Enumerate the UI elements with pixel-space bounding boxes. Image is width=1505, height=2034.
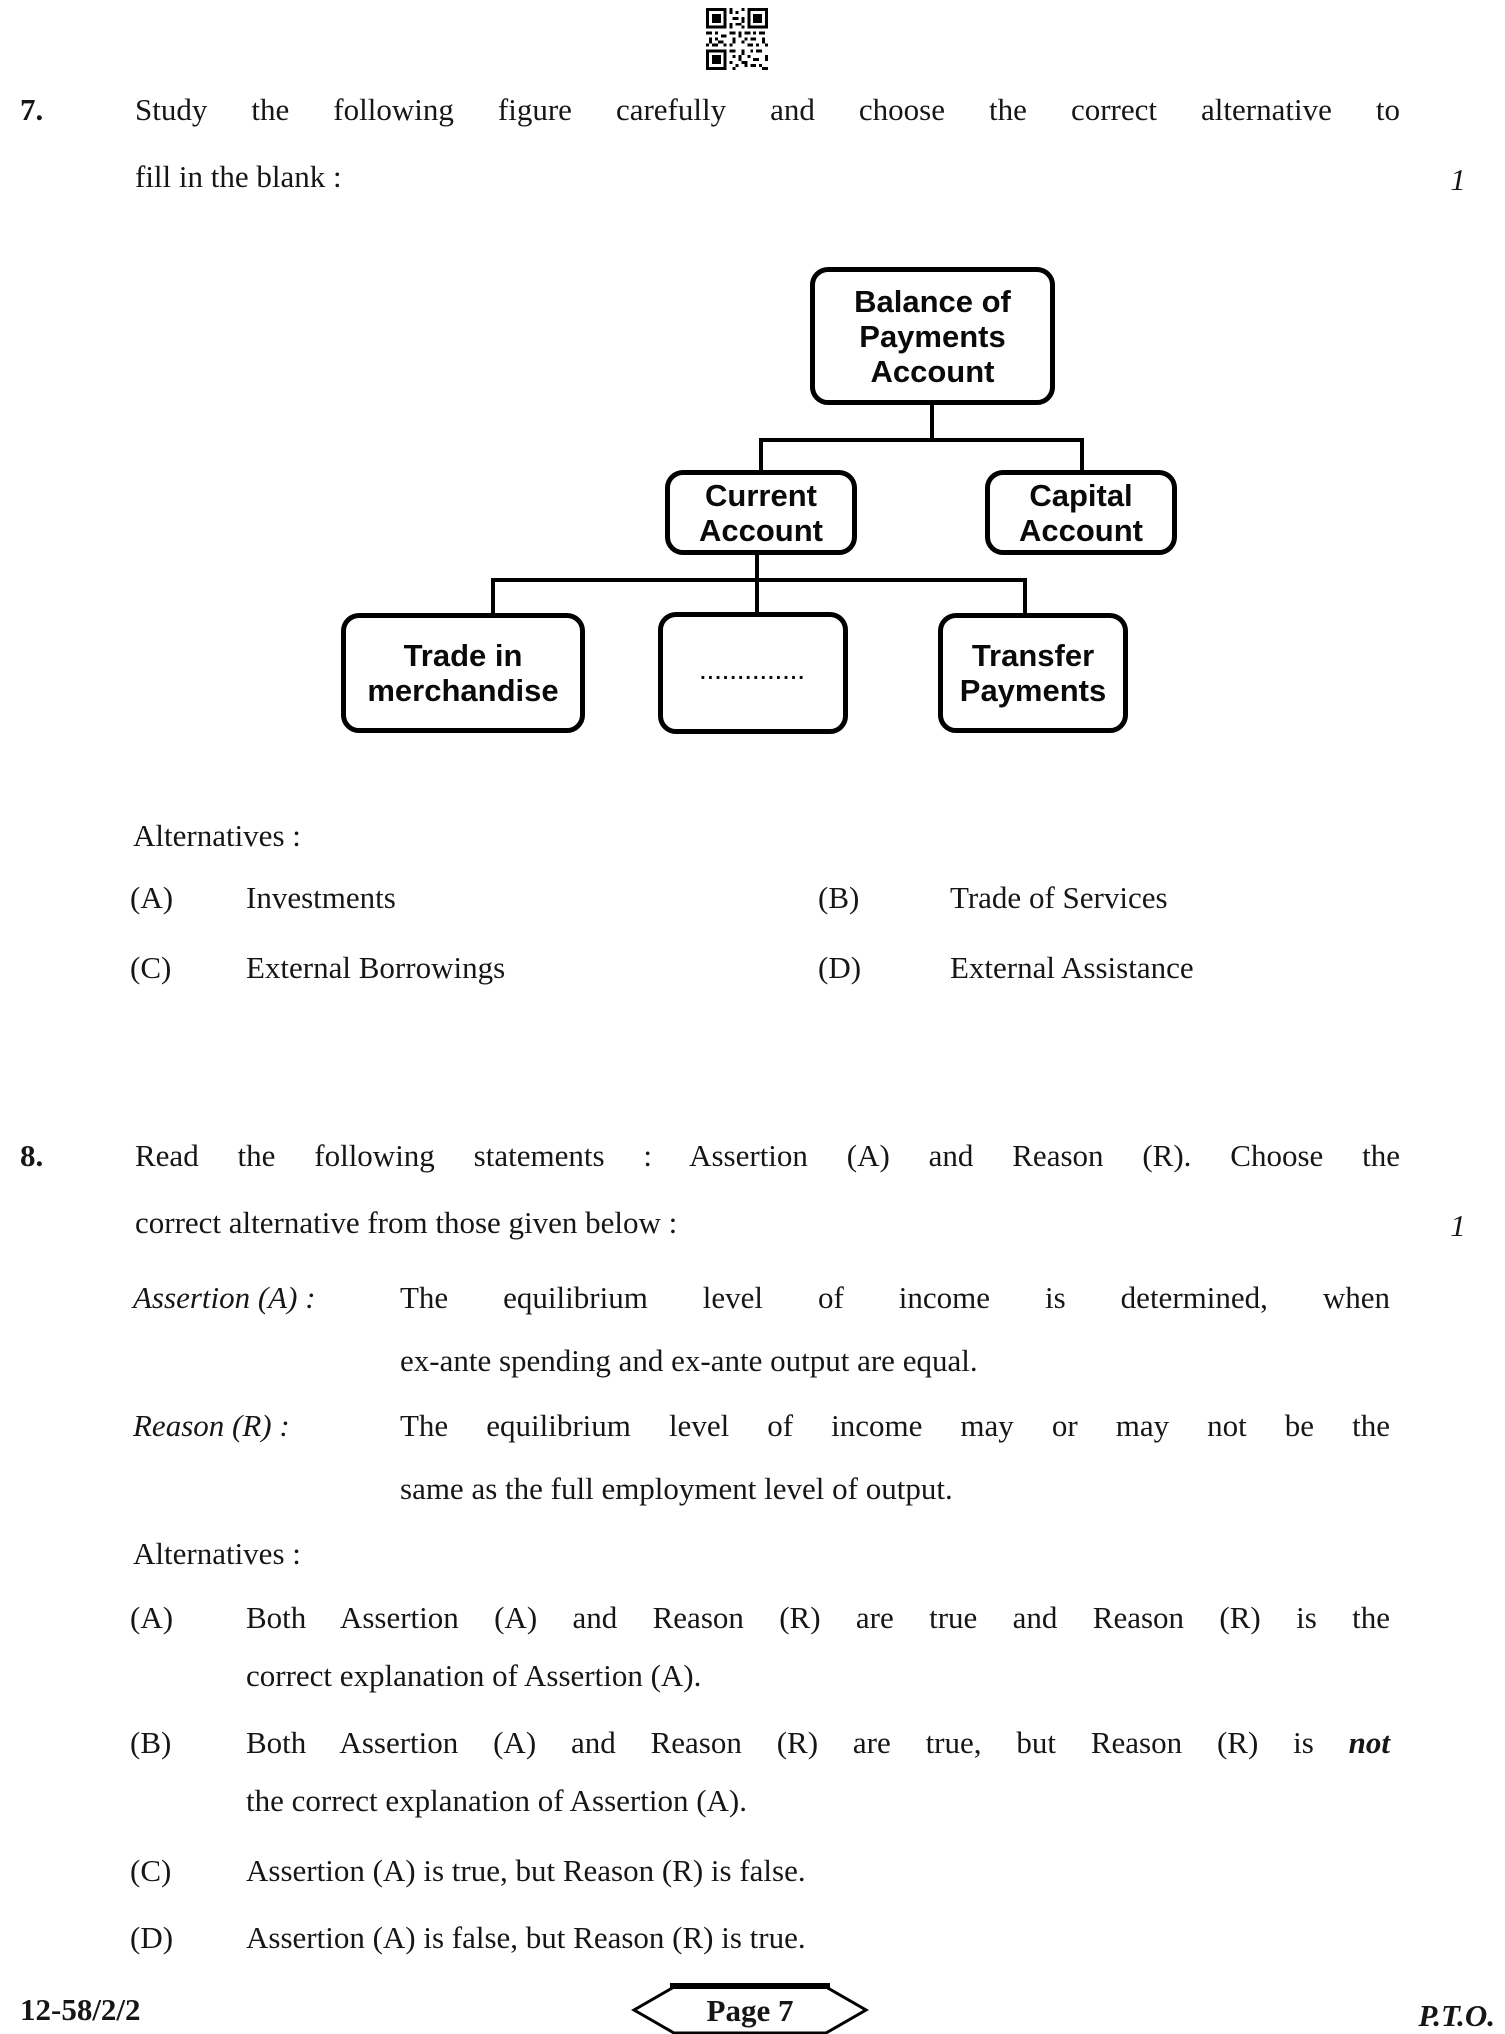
node-line: merchandise: [367, 673, 559, 708]
option-text-line1: Both Assertion (A) and Reason (R) are tr…: [246, 1723, 1390, 1763]
reason-line2: same as the full employment level of out…: [400, 1471, 953, 1506]
option-text: Trade of Services: [950, 880, 1168, 915]
option-label: (C): [130, 950, 172, 985]
flowchart-node-blank: ..............: [658, 612, 848, 734]
node-line: Trade in: [403, 638, 523, 673]
node-line: Payments: [959, 673, 1107, 708]
q7-prompt-line2: fill in the blank :: [135, 159, 342, 194]
connector-transfer-drop: [1023, 578, 1027, 615]
q7-alternatives-heading: Alternatives :: [133, 818, 301, 853]
option-text-emphasis: not: [1348, 1725, 1390, 1760]
footer-paper-code: 12-58/2/2: [20, 1992, 141, 2027]
option-text: Investments: [246, 880, 396, 915]
reason-label: Reason (R) :: [133, 1408, 290, 1443]
node-line: Payments: [859, 318, 1006, 354]
page-badge: [630, 1983, 870, 2034]
option-label: (D): [130, 1920, 174, 1955]
option-text-line1: Both Assertion (A) and Reason (R) are tr…: [246, 1600, 1390, 1635]
connector-root-down: [930, 403, 934, 440]
option-text-line2: the correct explanation of Assertion (A)…: [246, 1783, 747, 1818]
q8-marks: 1: [1450, 1208, 1466, 1243]
flowchart-node-balance-of-payments: Balance of Payments Account: [810, 267, 1055, 405]
q8-number: 8.: [20, 1138, 44, 1173]
node-line: Balance of: [854, 283, 1011, 319]
node-line: Account: [870, 353, 995, 389]
option-label: (A): [130, 880, 174, 915]
connector-current-drop: [759, 438, 763, 472]
flowchart-node-current-account: Current Account: [665, 470, 857, 555]
node-line: Account: [699, 512, 823, 548]
option-text: External Assistance: [950, 950, 1194, 985]
reason-line1: The equilibrium level of income may or m…: [400, 1408, 1390, 1443]
connector-capital-drop: [1080, 438, 1084, 472]
option-text: External Borrowings: [246, 950, 506, 985]
option-text-prefix: Both Assertion (A) and Reason (R) are tr…: [246, 1725, 1349, 1760]
qr-code: [706, 8, 768, 70]
q8-alternatives-heading: Alternatives :: [133, 1536, 301, 1571]
flowchart-node-capital-account: Capital Account: [985, 470, 1177, 555]
connector-trade-drop: [491, 578, 495, 615]
option-label: (D): [818, 950, 862, 985]
connector-current-down: [755, 553, 759, 616]
node-line: Transfer: [971, 638, 1095, 673]
page-badge-label: Page 7: [706, 1993, 794, 2028]
option-label: (B): [130, 1725, 172, 1760]
option-text: Assertion (A) is true, but Reason (R) is…: [246, 1853, 806, 1888]
connector-level1-horizontal: [759, 438, 1084, 442]
option-text-line2: correct explanation of Assertion (A).: [246, 1658, 702, 1693]
option-text: Assertion (A) is false, but Reason (R) i…: [246, 1920, 806, 1955]
assertion-label: Assertion (A) :: [133, 1280, 316, 1315]
option-label: (A): [130, 1600, 174, 1635]
q8-prompt-line2: correct alternative from those given bel…: [135, 1205, 678, 1240]
node-line: Account: [1019, 512, 1143, 548]
q8-prompt-line1: Read the following statements : Assertio…: [135, 1138, 1400, 1173]
flowchart-node-trade-in-merchandise: Trade in merchandise: [341, 613, 585, 733]
option-label: (C): [130, 1853, 172, 1888]
assertion-line2: ex-ante spending and ex-ante output are …: [400, 1343, 978, 1378]
option-label: (B): [818, 880, 860, 915]
assertion-line1: The equilibrium level of income is deter…: [400, 1280, 1390, 1315]
pto-label: P.T.O.: [1418, 1998, 1495, 2033]
q7-marks: 1: [1450, 162, 1466, 197]
connector-level2-horizontal: [491, 578, 1027, 582]
node-line: Capital: [1029, 477, 1133, 513]
blank-dots: ..............: [700, 662, 806, 684]
q7-number: 7.: [20, 92, 44, 127]
q7-prompt-line1: Study the following figure carefully and…: [135, 92, 1400, 127]
flowchart-node-transfer-payments: Transfer Payments: [938, 613, 1128, 733]
node-line: Current: [705, 477, 817, 513]
